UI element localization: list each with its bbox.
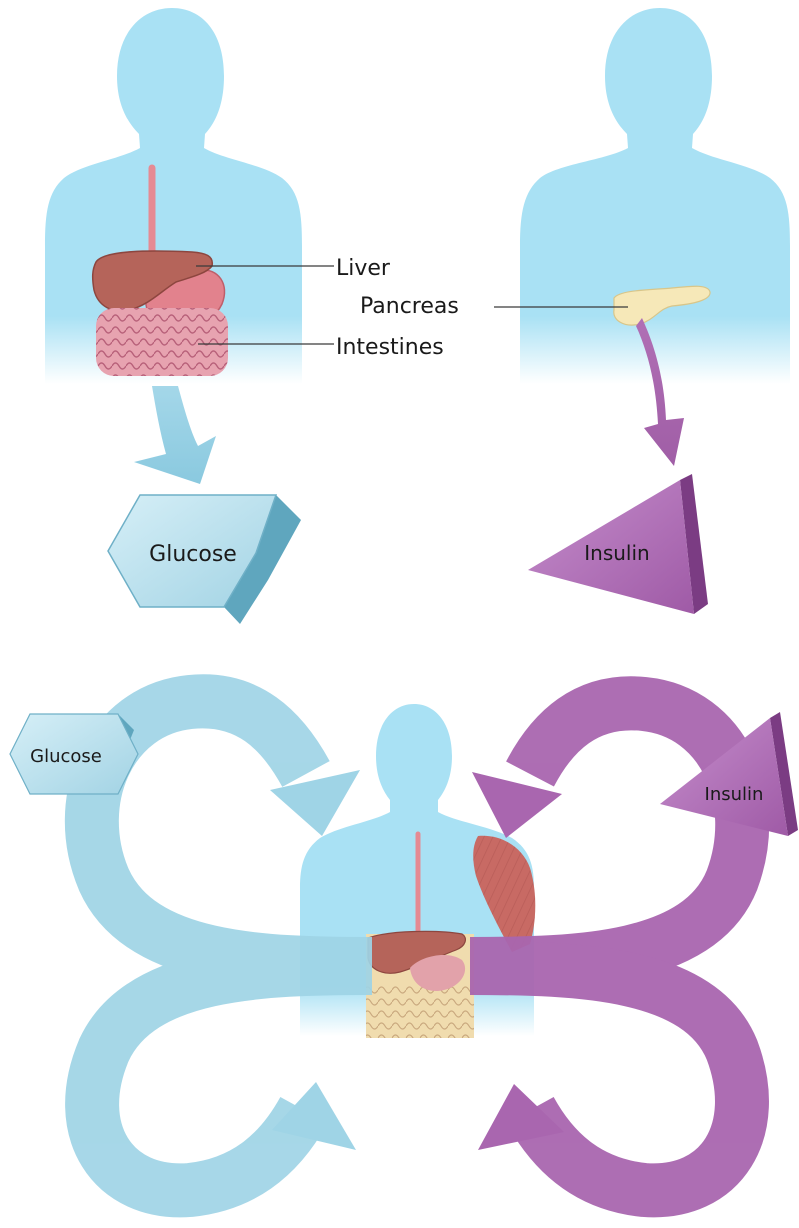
intestines-bottom [366,986,474,1038]
glucose-label-bottom: Glucose [30,746,102,767]
glucose-down-arrow [134,386,216,484]
pancreas-label: Pancreas [360,294,459,319]
right-body-silhouette [520,8,790,384]
insulin-label-top: Insulin [584,541,649,565]
intestines-label: Intestines [336,335,444,360]
right-body-figure [520,8,790,384]
insulin-label-bottom: Insulin [705,784,764,805]
left-body-figure [45,8,302,384]
intestine-coils [96,308,228,376]
glucose-label-top: Glucose [149,542,237,567]
liver-label: Liver [336,256,391,281]
